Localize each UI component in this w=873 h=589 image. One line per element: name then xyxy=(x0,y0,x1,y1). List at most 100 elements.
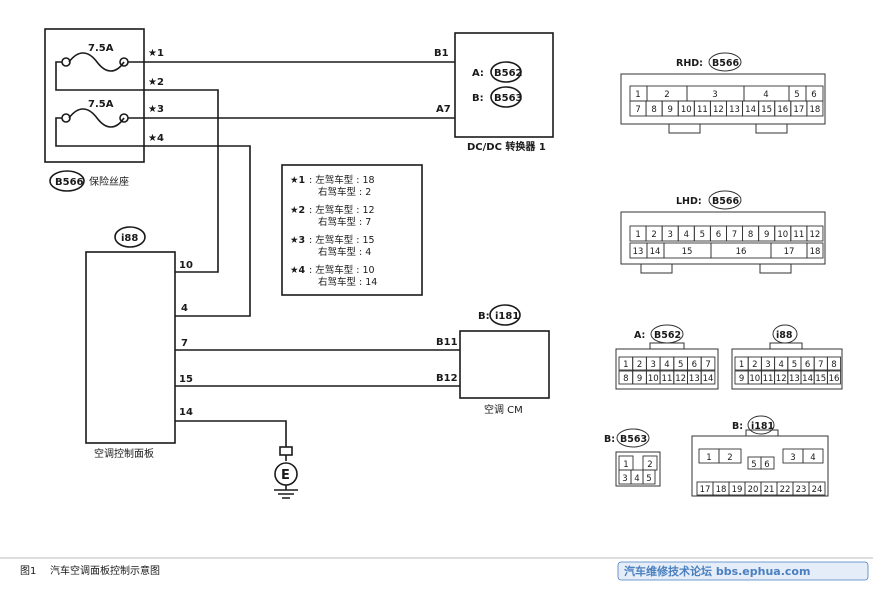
i88-pin: 3 xyxy=(765,360,770,370)
i181-pin: 2 xyxy=(727,453,732,463)
figure-title: 汽车空调面板控制示意图 xyxy=(50,564,160,577)
i88-pin: 6 xyxy=(805,360,810,370)
note-2-rhd: 右驾车型 : 7 xyxy=(318,216,371,228)
note-4-lhd: : 左驾车型 : 10 xyxy=(309,264,375,276)
i181-pin: 3 xyxy=(790,453,795,463)
note-3-rhd: 右驾车型 : 4 xyxy=(318,246,371,258)
lhd-pin: 17 xyxy=(784,247,795,257)
b563-prefix: B: xyxy=(604,434,615,445)
i181-pin: 17 xyxy=(700,485,711,495)
i88-pin: 1 xyxy=(739,360,744,370)
wire-4 xyxy=(144,145,251,317)
ac-cm xyxy=(459,330,550,399)
pin-mark-1: ★1 xyxy=(148,48,164,59)
b563-pin: 2 xyxy=(647,460,652,470)
pinout-panel xyxy=(615,52,843,497)
watermark-text: 汽车维修技术论坛 bbs.ephua.com xyxy=(624,564,810,578)
fuse-block xyxy=(44,28,145,163)
i88-pin: 9 xyxy=(739,374,744,384)
b562-pin: 2 xyxy=(637,360,642,370)
i88-pinout-connector: i88 xyxy=(776,330,793,341)
lhd-pin: 13 xyxy=(633,247,644,257)
note-3-mark: ★3 xyxy=(290,235,305,246)
i88-pin: 7 xyxy=(818,360,823,370)
fuse-connector-id: B566 xyxy=(55,177,84,188)
rhd-pin: 18 xyxy=(810,105,821,115)
converter-b-prefix: B: xyxy=(472,93,484,104)
rhd-title: RHD: xyxy=(676,58,703,69)
converter-pin-a7: A7 xyxy=(436,104,451,115)
i181-pin: 21 xyxy=(764,485,775,495)
rhd-pin: 9 xyxy=(667,105,672,115)
i88-pin: 5 xyxy=(792,360,797,370)
lhd-pin: 4 xyxy=(684,230,689,240)
panel-pin-14: 14 xyxy=(179,407,193,418)
ground-wire xyxy=(175,420,287,447)
b562-pin: 13 xyxy=(689,374,700,384)
i88-pin: 11 xyxy=(763,374,774,384)
b563-pin: 3 xyxy=(622,474,627,484)
b562-prefix: A: xyxy=(634,330,645,341)
i181-pin: 18 xyxy=(716,485,727,495)
b562-connector: B562 xyxy=(654,330,681,341)
b562-pin: 8 xyxy=(623,374,628,384)
fuse-1-symbol xyxy=(68,52,125,72)
lhd-connector: B566 xyxy=(712,196,739,207)
b563-pin: 1 xyxy=(623,460,628,470)
rhd-pin: 1 xyxy=(635,90,640,100)
b562-pin: 5 xyxy=(678,360,683,370)
note-2-lhd: : 左驾车型 : 12 xyxy=(309,204,375,216)
rhd-pin: 2 xyxy=(664,90,669,100)
accm-connector: i181 xyxy=(495,311,519,322)
b562-pin: 3 xyxy=(651,360,656,370)
i88-pin: 12 xyxy=(776,374,787,384)
rhd-pin: 17 xyxy=(793,105,804,115)
i181-pin: 1 xyxy=(706,453,711,463)
rhd-pin: 11 xyxy=(697,105,708,115)
lhd-pin: 3 xyxy=(667,230,672,240)
lhd-pin: 7 xyxy=(732,230,737,240)
accm-label: 空调 CM xyxy=(484,403,523,416)
lhd-pin: 2 xyxy=(651,230,656,240)
note-1-mark: ★1 xyxy=(290,175,305,186)
i181-pin: 23 xyxy=(796,485,807,495)
note-3-lhd: : 左驾车型 : 15 xyxy=(309,234,375,246)
i88-pin-cell xyxy=(826,356,842,371)
i181-prefix: B: xyxy=(732,421,743,432)
converter-a-connector: B562 xyxy=(494,68,523,79)
panel-pin-10: 10 xyxy=(179,260,193,271)
i181-connector: i181 xyxy=(751,421,774,432)
lhd-pin: 14 xyxy=(650,247,661,257)
pin-mark-3: ★3 xyxy=(148,104,164,115)
rhd-pin: 8 xyxy=(651,105,656,115)
pin-mark-4: ★4 xyxy=(148,133,164,144)
fuse-2-symbol xyxy=(68,108,125,128)
converter-label: DC/DC 转换器 1 xyxy=(467,140,546,153)
i88-pin-cell xyxy=(826,370,842,385)
rhd-pin: 13 xyxy=(729,105,740,115)
rhd-pin: 7 xyxy=(635,105,640,115)
i181-pin: 19 xyxy=(732,485,743,495)
note-4-rhd: 右驾车型 : 14 xyxy=(318,276,377,288)
b563-connector: B563 xyxy=(620,434,647,445)
i181-pin: 5 xyxy=(751,460,756,470)
b563-pin: 4 xyxy=(634,474,639,484)
control-panel xyxy=(85,251,176,444)
b562-pin-cell xyxy=(700,370,716,385)
lhd-pin: 15 xyxy=(682,247,693,257)
fuse-1-rating: 7.5A xyxy=(88,43,114,54)
rhd-connector: B566 xyxy=(712,58,739,69)
note-4-mark: ★4 xyxy=(290,265,306,276)
lhd-pin: 18 xyxy=(810,247,821,257)
accm-pin-b11: B11 xyxy=(436,337,458,348)
i88-pin: 2 xyxy=(752,360,757,370)
wire-2 xyxy=(144,89,219,273)
b562-pin: 6 xyxy=(692,360,697,370)
b563-pin: 5 xyxy=(646,474,651,484)
rhd-pin: 10 xyxy=(681,105,692,115)
i88-pin: 4 xyxy=(778,360,783,370)
lhd-pin: 1 xyxy=(635,230,640,240)
rhd-pin: 12 xyxy=(713,105,724,115)
panel-pin-15: 15 xyxy=(179,374,193,385)
